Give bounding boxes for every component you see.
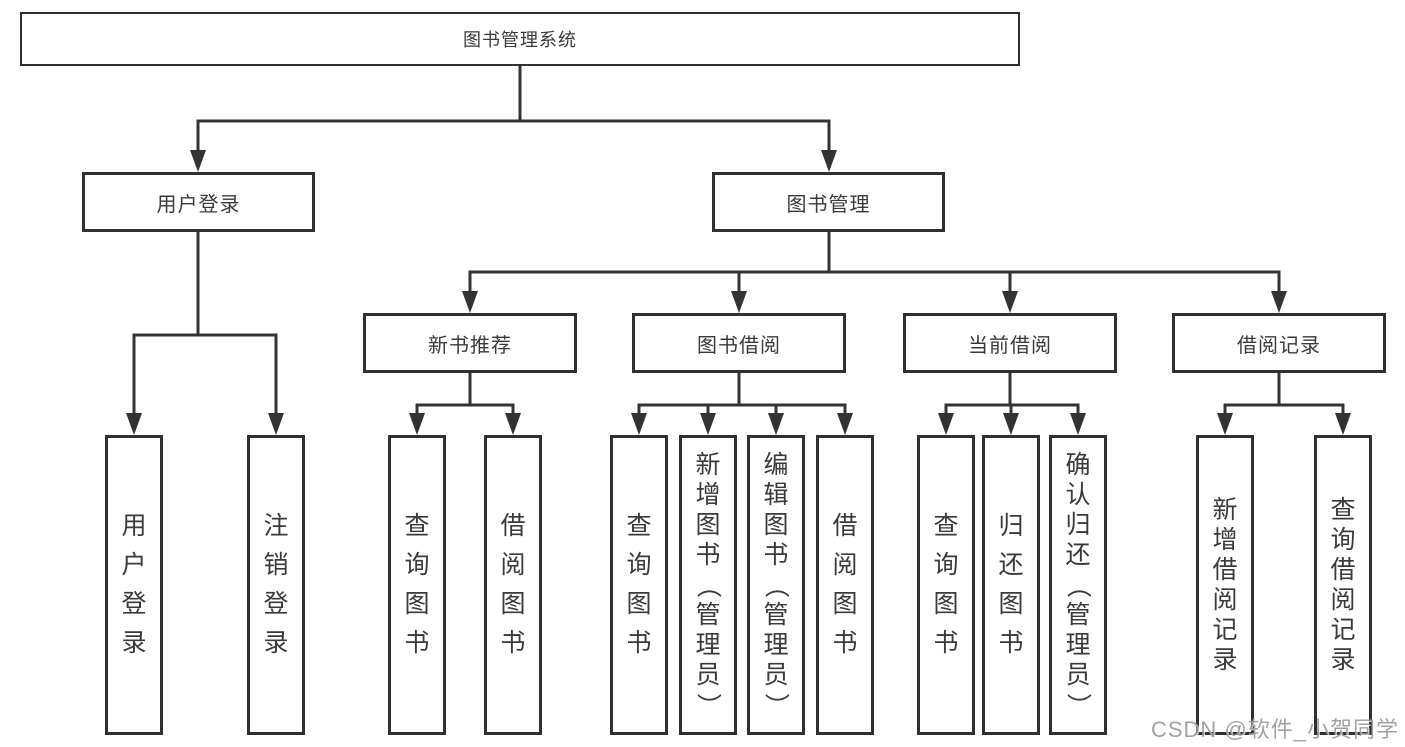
- leaf-user-login: 用户登录: [105, 435, 163, 735]
- leaf-query-borrow-record: 查询借阅记录: [1314, 435, 1372, 735]
- leaf-query-books-recommend: 查询图书: [388, 435, 446, 735]
- node-current-borrowing: 当前借阅: [903, 313, 1117, 373]
- leaf-borrow-books: 借阅图书: [816, 435, 874, 735]
- node-book-management: 图书管理: [712, 172, 945, 232]
- leaf-edit-books-admin: 编辑图书（管理员）: [747, 435, 805, 735]
- leaf-return-books: 归还图书: [982, 435, 1040, 735]
- leaf-confirm-return-admin: 确认归还（管理员）: [1049, 435, 1107, 735]
- leaf-add-borrow-record: 新增借阅记录: [1196, 435, 1254, 735]
- leaf-add-books-admin: 新增图书（管理员）: [679, 435, 737, 735]
- leaf-logout: 注销登录: [247, 435, 305, 735]
- leaf-query-books-borrowing: 查询图书: [610, 435, 668, 735]
- watermark: CSDN @软件_小贺同学: [1150, 717, 1399, 742]
- leaf-query-books-current: 查询图书: [917, 435, 975, 735]
- node-book-borrowing: 图书借阅: [632, 313, 846, 373]
- node-borrow-records: 借阅记录: [1172, 313, 1386, 373]
- leaf-borrow-books-recommend: 借阅图书: [484, 435, 542, 735]
- node-new-book-recommend: 新书推荐: [363, 313, 577, 373]
- node-user-login: 用户登录: [82, 172, 315, 232]
- node-book-management-system: 图书管理系统: [20, 12, 1020, 66]
